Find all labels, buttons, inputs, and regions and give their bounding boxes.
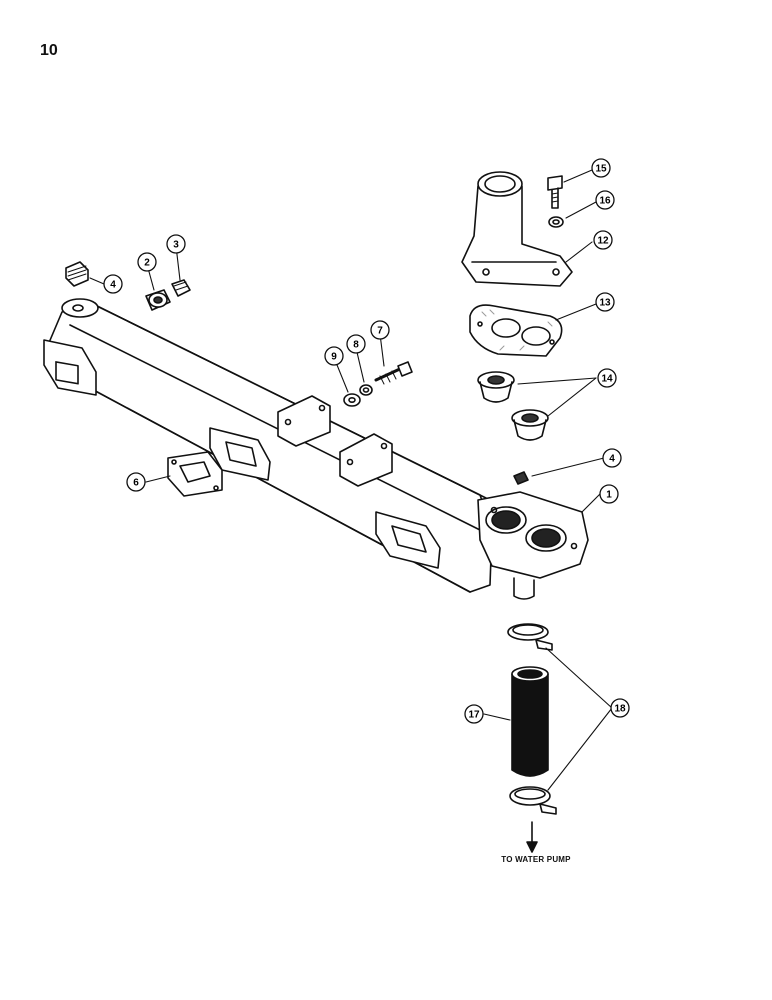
flow-arrow — [526, 821, 538, 853]
callout-13: 13 — [595, 292, 615, 312]
callout-label: 7 — [377, 326, 383, 337]
callout-label: 6 — [133, 478, 139, 489]
thermostat-housing-part-12 — [461, 171, 573, 287]
lock-washer-part-8 — [359, 384, 373, 396]
page-number: 10 — [40, 42, 58, 59]
water-manifold-part — [43, 298, 589, 600]
lock-washer-part-16 — [548, 216, 564, 228]
bolt-part-15 — [547, 175, 563, 209]
callout-label: 15 — [595, 164, 607, 175]
callout-label: 8 — [353, 340, 359, 351]
hose-part-17 — [511, 666, 549, 777]
callout-label: 4 — [609, 454, 615, 465]
callout-7: 7 — [370, 320, 390, 340]
callout-8: 8 — [346, 334, 366, 354]
callout-label: 3 — [173, 240, 179, 251]
callout-1: 1 — [599, 484, 619, 504]
callout-3: 3 — [166, 234, 186, 254]
callout-17: 17 — [464, 704, 484, 724]
hose-clamp-part-18-upper — [507, 623, 553, 651]
pipe-plug-part-4-left — [65, 261, 89, 287]
housing-gasket-part-13 — [469, 304, 563, 357]
bolt-part-7 — [374, 361, 413, 385]
callout-label: 1 — [606, 490, 612, 501]
callout-label: 14 — [601, 374, 613, 385]
callout-label: 9 — [331, 352, 337, 363]
callout-label: 4 — [110, 280, 116, 291]
fitting-part-2 — [145, 289, 171, 311]
callout-label: 13 — [599, 298, 611, 309]
callout-16: 16 — [595, 190, 615, 210]
plug-part-3 — [171, 279, 191, 297]
gasket-part-6 — [167, 451, 223, 497]
callout-label: 17 — [468, 710, 480, 721]
callout-15: 15 — [591, 158, 611, 178]
thermostat-part-14-upper — [477, 371, 515, 403]
thermostat-part-14-lower — [511, 409, 549, 441]
callout-12: 12 — [593, 230, 613, 250]
hose-clamp-part-18-lower — [509, 786, 557, 815]
callout-label: 16 — [599, 196, 611, 207]
callout-4-right: 4 — [602, 448, 622, 468]
callout-9: 9 — [324, 346, 344, 366]
callout-label: 18 — [614, 704, 626, 715]
callout-18: 18 — [610, 698, 630, 718]
callout-label: 12 — [597, 236, 609, 247]
washer-part-9 — [343, 393, 361, 407]
callout-14: 14 — [597, 368, 617, 388]
callout-label: 2 — [144, 258, 150, 269]
callout-2: 2 — [137, 252, 157, 272]
callout-6: 6 — [126, 472, 146, 492]
flow-note: TO WATER PUMP — [501, 855, 571, 864]
pipe-plug-part-4-right — [513, 471, 529, 485]
callout-4-left: 4 — [103, 274, 123, 294]
